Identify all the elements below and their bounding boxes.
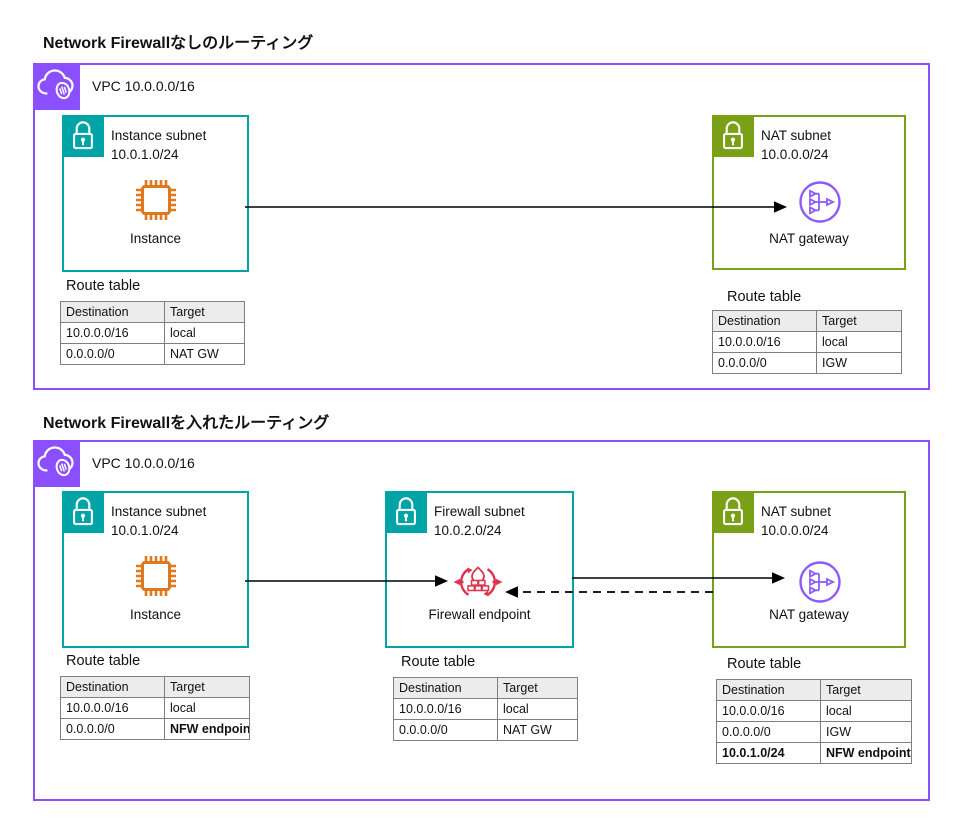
subnet-cidr: 10.0.1.0/24 bbox=[111, 523, 179, 538]
route-table-title: Route table bbox=[727, 289, 802, 305]
nat-gateway-icon bbox=[797, 559, 843, 610]
diagram2-vpc: VPC 10.0.0.0/16 Instance subnet 10.0.1.0… bbox=[33, 440, 930, 801]
subnet-cidr: 10.0.1.0/24 bbox=[111, 147, 179, 162]
rt-cell: 0.0.0.0/0 bbox=[393, 719, 498, 741]
table-row: 0.0.0.0/0 NFW endpoint bbox=[60, 718, 250, 740]
rt-cell: NAT GW bbox=[497, 719, 578, 741]
diagram2-instance-subnet: Instance subnet 10.0.1.0/24 Instance bbox=[62, 491, 249, 648]
subnet-cidr: 10.0.0.0/24 bbox=[761, 147, 829, 162]
table-row: 10.0.1.0/24 NFW endpoint bbox=[716, 742, 912, 764]
vpc-label: VPC 10.0.0.0/16 bbox=[92, 455, 195, 471]
nat-route-table: Destination Target 10.0.0.0/16 local 0.0… bbox=[712, 310, 902, 374]
instance-label: Instance bbox=[129, 231, 182, 246]
subnet-title: Firewall subnet 10.0.2.0/24 bbox=[434, 502, 525, 540]
table-row: 10.0.0.0/16 local bbox=[716, 700, 912, 722]
route-table-title: Route table bbox=[66, 278, 141, 294]
diagram1-vpc: VPC 10.0.0.0/16 Instance subnet 10.0.1.0… bbox=[33, 63, 930, 390]
firewall-endpoint-icon bbox=[452, 561, 504, 608]
rt-header-destination: Destination bbox=[712, 310, 817, 332]
diagram1-nat-subnet: NAT subnet 10.0.0.0/24 bbox=[712, 115, 906, 270]
public-subnet-lock-icon bbox=[712, 115, 754, 157]
rt-cell: NFW endpoint bbox=[164, 718, 250, 740]
rt-cell: NAT GW bbox=[164, 343, 245, 365]
subnet-cidr: 10.0.2.0/24 bbox=[434, 523, 502, 538]
table-row: 10.0.0.0/16 local bbox=[712, 331, 902, 353]
ec2-instance-icon bbox=[133, 177, 179, 228]
subnet-title: Instance subnet 10.0.1.0/24 bbox=[111, 502, 206, 540]
rt-cell: local bbox=[816, 331, 902, 353]
rt-cell: 10.0.0.0/16 bbox=[716, 700, 821, 722]
rt-cell: 10.0.0.0/16 bbox=[393, 698, 498, 720]
route-table-title: Route table bbox=[66, 653, 141, 669]
nat-route-table: Destination Target 10.0.0.0/16 local 0.0… bbox=[716, 679, 912, 764]
rt-cell: NFW endpoint bbox=[820, 742, 912, 764]
private-subnet-lock-icon bbox=[385, 491, 427, 533]
subnet-name: Firewall subnet bbox=[434, 504, 525, 519]
rt-cell: 10.0.0.0/16 bbox=[712, 331, 817, 353]
rt-cell: local bbox=[820, 700, 912, 722]
vpc-icon bbox=[33, 440, 80, 487]
subnet-cidr: 10.0.0.0/24 bbox=[761, 523, 829, 538]
rt-header-target: Target bbox=[164, 301, 245, 323]
subnet-title: NAT subnet 10.0.0.0/24 bbox=[761, 126, 831, 164]
rt-cell: 0.0.0.0/0 bbox=[712, 352, 817, 374]
firewall-endpoint-label: Firewall endpoint bbox=[428, 607, 531, 622]
subnet-name: Instance subnet bbox=[111, 128, 207, 143]
vpc-label: VPC 10.0.0.0/16 bbox=[92, 78, 195, 94]
rt-header-target: Target bbox=[820, 679, 912, 701]
diagram2-firewall-subnet: Firewall subnet 10.0.2.0/24 bbox=[385, 491, 574, 648]
rt-header-target: Target bbox=[816, 310, 902, 332]
instance-route-table: Destination Target 10.0.0.0/16 local 0.0… bbox=[60, 301, 245, 365]
rt-cell: 0.0.0.0/0 bbox=[60, 343, 165, 365]
rt-cell: IGW bbox=[820, 721, 912, 743]
nat-gateway-icon bbox=[797, 179, 843, 230]
rt-cell: 10.0.1.0/24 bbox=[716, 742, 821, 764]
subnet-name: Instance subnet bbox=[111, 504, 207, 519]
public-subnet-lock-icon bbox=[712, 491, 754, 533]
nat-gateway-label: NAT gateway bbox=[769, 607, 849, 622]
subnet-name: NAT subnet bbox=[761, 128, 832, 143]
subnet-title: Instance subnet 10.0.1.0/24 bbox=[111, 126, 206, 164]
instance-label: Instance bbox=[129, 607, 182, 622]
route-table-title: Route table bbox=[401, 654, 476, 670]
diagram2-title: Network Firewallを入れたルーティング bbox=[43, 415, 330, 432]
table-row: 0.0.0.0/0 NAT GW bbox=[60, 343, 245, 365]
rt-cell: 0.0.0.0/0 bbox=[716, 721, 821, 743]
subnet-title: NAT subnet 10.0.0.0/24 bbox=[761, 502, 831, 540]
vpc-icon bbox=[33, 63, 80, 110]
table-row: 10.0.0.0/16 local bbox=[60, 322, 245, 344]
ec2-instance-icon bbox=[133, 553, 179, 604]
rt-cell: local bbox=[164, 322, 245, 344]
table-row: 10.0.0.0/16 local bbox=[60, 697, 250, 719]
subnet-name: NAT subnet bbox=[761, 504, 832, 519]
rt-cell: 10.0.0.0/16 bbox=[60, 322, 165, 344]
table-row: 10.0.0.0/16 local bbox=[393, 698, 578, 720]
table-row: 0.0.0.0/0 NAT GW bbox=[393, 719, 578, 741]
private-subnet-lock-icon bbox=[62, 115, 104, 157]
firewall-route-table: Destination Target 10.0.0.0/16 local 0.0… bbox=[393, 677, 578, 741]
rt-header-target: Target bbox=[164, 676, 250, 698]
rt-header-destination: Destination bbox=[60, 301, 165, 323]
diagram1-title: Network Firewallなしのルーティング bbox=[43, 35, 314, 52]
rt-header-destination: Destination bbox=[393, 677, 498, 699]
route-table-title: Route table bbox=[727, 656, 802, 672]
rt-header-destination: Destination bbox=[716, 679, 821, 701]
rt-cell: local bbox=[497, 698, 578, 720]
table-row: 0.0.0.0/0 IGW bbox=[712, 352, 902, 374]
rt-cell: 10.0.0.0/16 bbox=[60, 697, 165, 719]
rt-cell: 0.0.0.0/0 bbox=[60, 718, 165, 740]
private-subnet-lock-icon bbox=[62, 491, 104, 533]
rt-header-target: Target bbox=[497, 677, 578, 699]
rt-cell: IGW bbox=[816, 352, 902, 374]
instance-route-table: Destination Target 10.0.0.0/16 local 0.0… bbox=[60, 676, 250, 740]
rt-cell: local bbox=[164, 697, 250, 719]
diagram2-nat-subnet: NAT subnet 10.0.0.0/24 bbox=[712, 491, 906, 648]
nat-gateway-label: NAT gateway bbox=[769, 231, 849, 246]
diagram1-instance-subnet: Instance subnet 10.0.1.0/24 Instance bbox=[62, 115, 249, 272]
table-row: 0.0.0.0/0 IGW bbox=[716, 721, 912, 743]
rt-header-destination: Destination bbox=[60, 676, 165, 698]
